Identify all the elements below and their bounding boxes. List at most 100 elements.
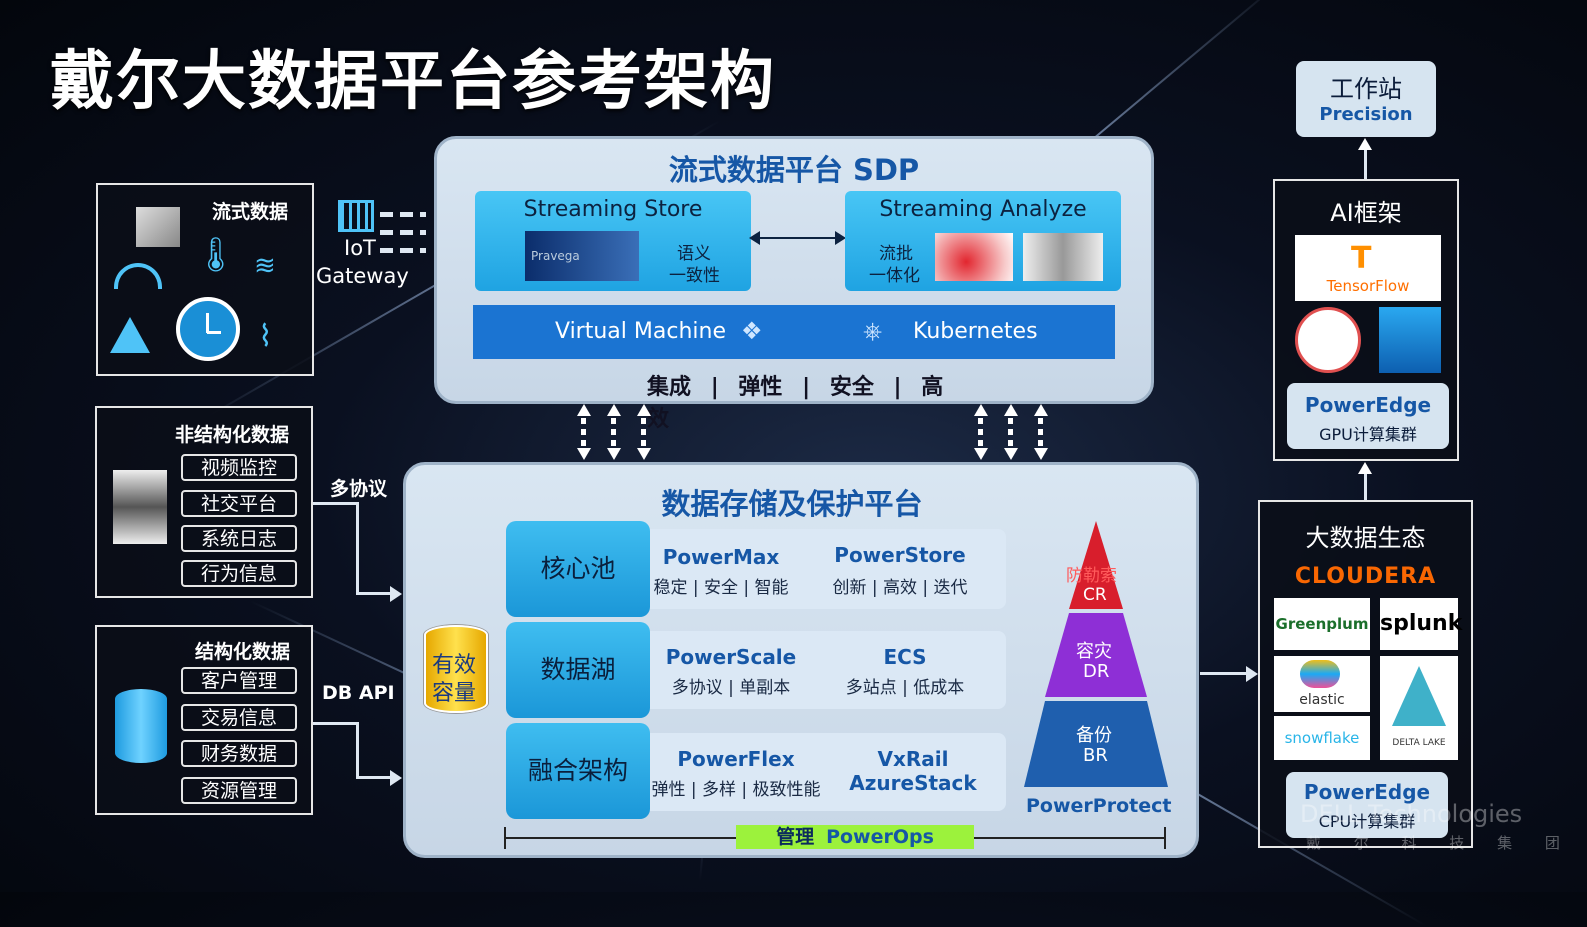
- cpu-pe-title: PowerEdge: [1303, 780, 1431, 804]
- data-lake-row: PowerScale 多协议 | 单副本 ECS 多站点 | 低成本: [606, 631, 1006, 709]
- iot-arrow-2: [380, 230, 426, 235]
- protection-pyramid: [1024, 521, 1168, 787]
- dr-label-1: 容灾: [1076, 641, 1112, 662]
- bidirectional-arrow: [753, 237, 841, 239]
- dell-watermark: DELL Technologies: [1300, 800, 1523, 828]
- gauge-icon: [114, 263, 162, 289]
- powerscale-label: PowerScale: [665, 645, 797, 669]
- vm-label: Virtual Machine: [555, 319, 726, 344]
- tag-finance: 财务数据: [181, 740, 297, 767]
- tag-video: 视频监控: [181, 454, 297, 481]
- database-icon: [115, 689, 167, 763]
- connector-unstructured: [313, 502, 359, 505]
- store-note-1: 语义: [677, 244, 711, 264]
- storage-panel: 数据存储及保护平台 有效 容量 PowerMax 稳定 | 安全 | 智能 Po…: [403, 462, 1199, 858]
- ai-framework-box: AI框架 T TensorFlow PowerEdge GPU计算集群: [1273, 179, 1459, 461]
- sensor-icon: ⌇: [258, 319, 273, 354]
- tag-transaction: 交易信息: [181, 704, 297, 731]
- br-label-2: BR: [1083, 745, 1108, 766]
- snowflake-logo: snowflake: [1274, 716, 1370, 760]
- gpu-pe-title: PowerEdge: [1304, 393, 1432, 417]
- pytorch-logo: [1295, 307, 1361, 373]
- dr-label-2: DR: [1083, 661, 1110, 682]
- cpu-pe-sub: CPU计算集群: [1318, 812, 1416, 831]
- vm-cluster-icon: ❖: [741, 317, 763, 345]
- feature-efficiency: 高效: [647, 375, 944, 432]
- elastic-logo: elastic: [1274, 656, 1370, 712]
- virtualization-bar: Virtual Machine ❖ ⎈ Kubernetes: [473, 305, 1115, 359]
- tag-customer: 客户管理: [181, 667, 297, 694]
- arrow-head-right: [390, 586, 402, 602]
- kubernetes-icon: ⎈: [863, 317, 883, 345]
- water-wave-icon: ≋: [254, 251, 276, 281]
- streaming-analyze-card: Streaming Analyze 流批 一体化: [845, 191, 1121, 291]
- greenplum-logo: Greenplum: [1274, 598, 1370, 650]
- page-title: 戴尔大数据平台参考架构: [50, 45, 776, 119]
- powerstore-desc: 创新 | 高效 | 迭代: [832, 578, 968, 598]
- tensorflow-label: TensorFlow: [1326, 277, 1410, 295]
- tag-resource: 资源管理: [181, 777, 297, 804]
- poweropps-label: PowerOps: [826, 826, 934, 848]
- streaming-store-card: Streaming Store Pravega 语义 一致性: [475, 191, 751, 291]
- pyramid-dr-tier: [1045, 613, 1147, 697]
- connector-structured: [313, 722, 359, 725]
- cr-label-1: 防勒索: [1066, 566, 1117, 586]
- pravega-logo-text: Pravega: [531, 249, 580, 263]
- delta-lake-icon: [1392, 666, 1446, 726]
- unstructured-data-box: 非结构化数据 视频监控 社交平台 系统日志 行为信息: [95, 406, 313, 598]
- elastic-icon: [1300, 660, 1340, 688]
- multi-protocol-label: 多协议: [330, 478, 388, 500]
- feature-separator: |: [802, 375, 811, 400]
- kubernetes-label: Kubernetes: [913, 319, 1038, 344]
- ecs-label: ECS: [883, 645, 927, 669]
- delta-lake-logo: DELTA LAKE: [1380, 656, 1458, 760]
- storage-title: 数据存储及保护平台: [661, 487, 923, 521]
- pravega-logo: Pravega: [525, 231, 639, 281]
- powerprotect-label: PowerProtect: [1026, 795, 1172, 817]
- arrow-head-right: [390, 770, 402, 786]
- dell-watermark-cn: 戴 尔 科 技 集 团: [1306, 834, 1574, 852]
- hci-label: 融合架构: [506, 723, 650, 819]
- bigdata-ecosystem-box: 大数据生态 CLOUDERA Greenplum splunk elastic …: [1258, 500, 1473, 848]
- streaming-data-box: 流式数据 🌡 ≋ ⌇: [96, 183, 314, 376]
- capacity-line-2: 容量: [432, 681, 477, 706]
- powermax-desc: 稳定 | 安全 | 智能: [653, 578, 789, 598]
- media-thumbnail: [113, 470, 167, 544]
- workstation-box: 工作站 Precision: [1296, 61, 1436, 137]
- store-note-2: 一致性: [669, 266, 720, 286]
- bigdata-to-ai-arrow: [1364, 472, 1367, 500]
- unstructured-heading: 非结构化数据: [175, 424, 290, 446]
- elastic-label: elastic: [1299, 692, 1345, 708]
- feature-security: 安全: [829, 375, 874, 400]
- iot-arrow-3: [380, 248, 426, 253]
- sdp-features: 集成 | 弹性 | 安全 | 高效: [647, 369, 947, 433]
- tensorflow-logo: T TensorFlow: [1295, 235, 1441, 301]
- feature-integration: 集成: [647, 375, 692, 400]
- br-label-1: 备份: [1076, 725, 1112, 746]
- splunk-logo: splunk: [1380, 598, 1462, 650]
- core-pool-label: 核心池: [506, 521, 650, 617]
- ai-title: AI框架: [1330, 199, 1402, 227]
- iot-gateway-icon: [338, 200, 374, 232]
- clock-icon: [176, 297, 240, 361]
- workstation-title: 工作站: [1330, 75, 1402, 103]
- delta-lake-label: DELTA LAKE: [1392, 738, 1446, 748]
- mgmt-label: 管理: [776, 826, 815, 848]
- gpu-cluster-box: PowerEdge GPU计算集群: [1287, 383, 1449, 449]
- streaming-data-heading: 流式数据: [212, 201, 289, 223]
- camera-icon: [136, 207, 180, 247]
- vxrail-label: VxRail: [877, 747, 949, 771]
- analyze-note-1: 流批: [879, 244, 913, 264]
- azurestack-label: AzureStack: [849, 771, 977, 795]
- sdp-panel: 流式数据平台 SDP Streaming Store Pravega 语义 一致…: [434, 136, 1154, 432]
- pyramid-cr-tier: [1069, 521, 1123, 609]
- gpu-pe-sub: GPU计算集群: [1319, 425, 1417, 444]
- ai-to-workstation-arrow: [1364, 148, 1367, 180]
- bigdata-title: 大数据生态: [1305, 524, 1426, 552]
- sdp-title: 流式数据平台 SDP: [668, 153, 920, 187]
- cpu-cluster-box: PowerEdge CPU计算集群: [1286, 772, 1448, 838]
- db-api-label: DB API: [322, 682, 395, 704]
- spark-logo: [1023, 233, 1103, 281]
- capacity-cylinder: 有效 容量: [424, 625, 488, 713]
- tag-behavior: 行为信息: [181, 560, 297, 587]
